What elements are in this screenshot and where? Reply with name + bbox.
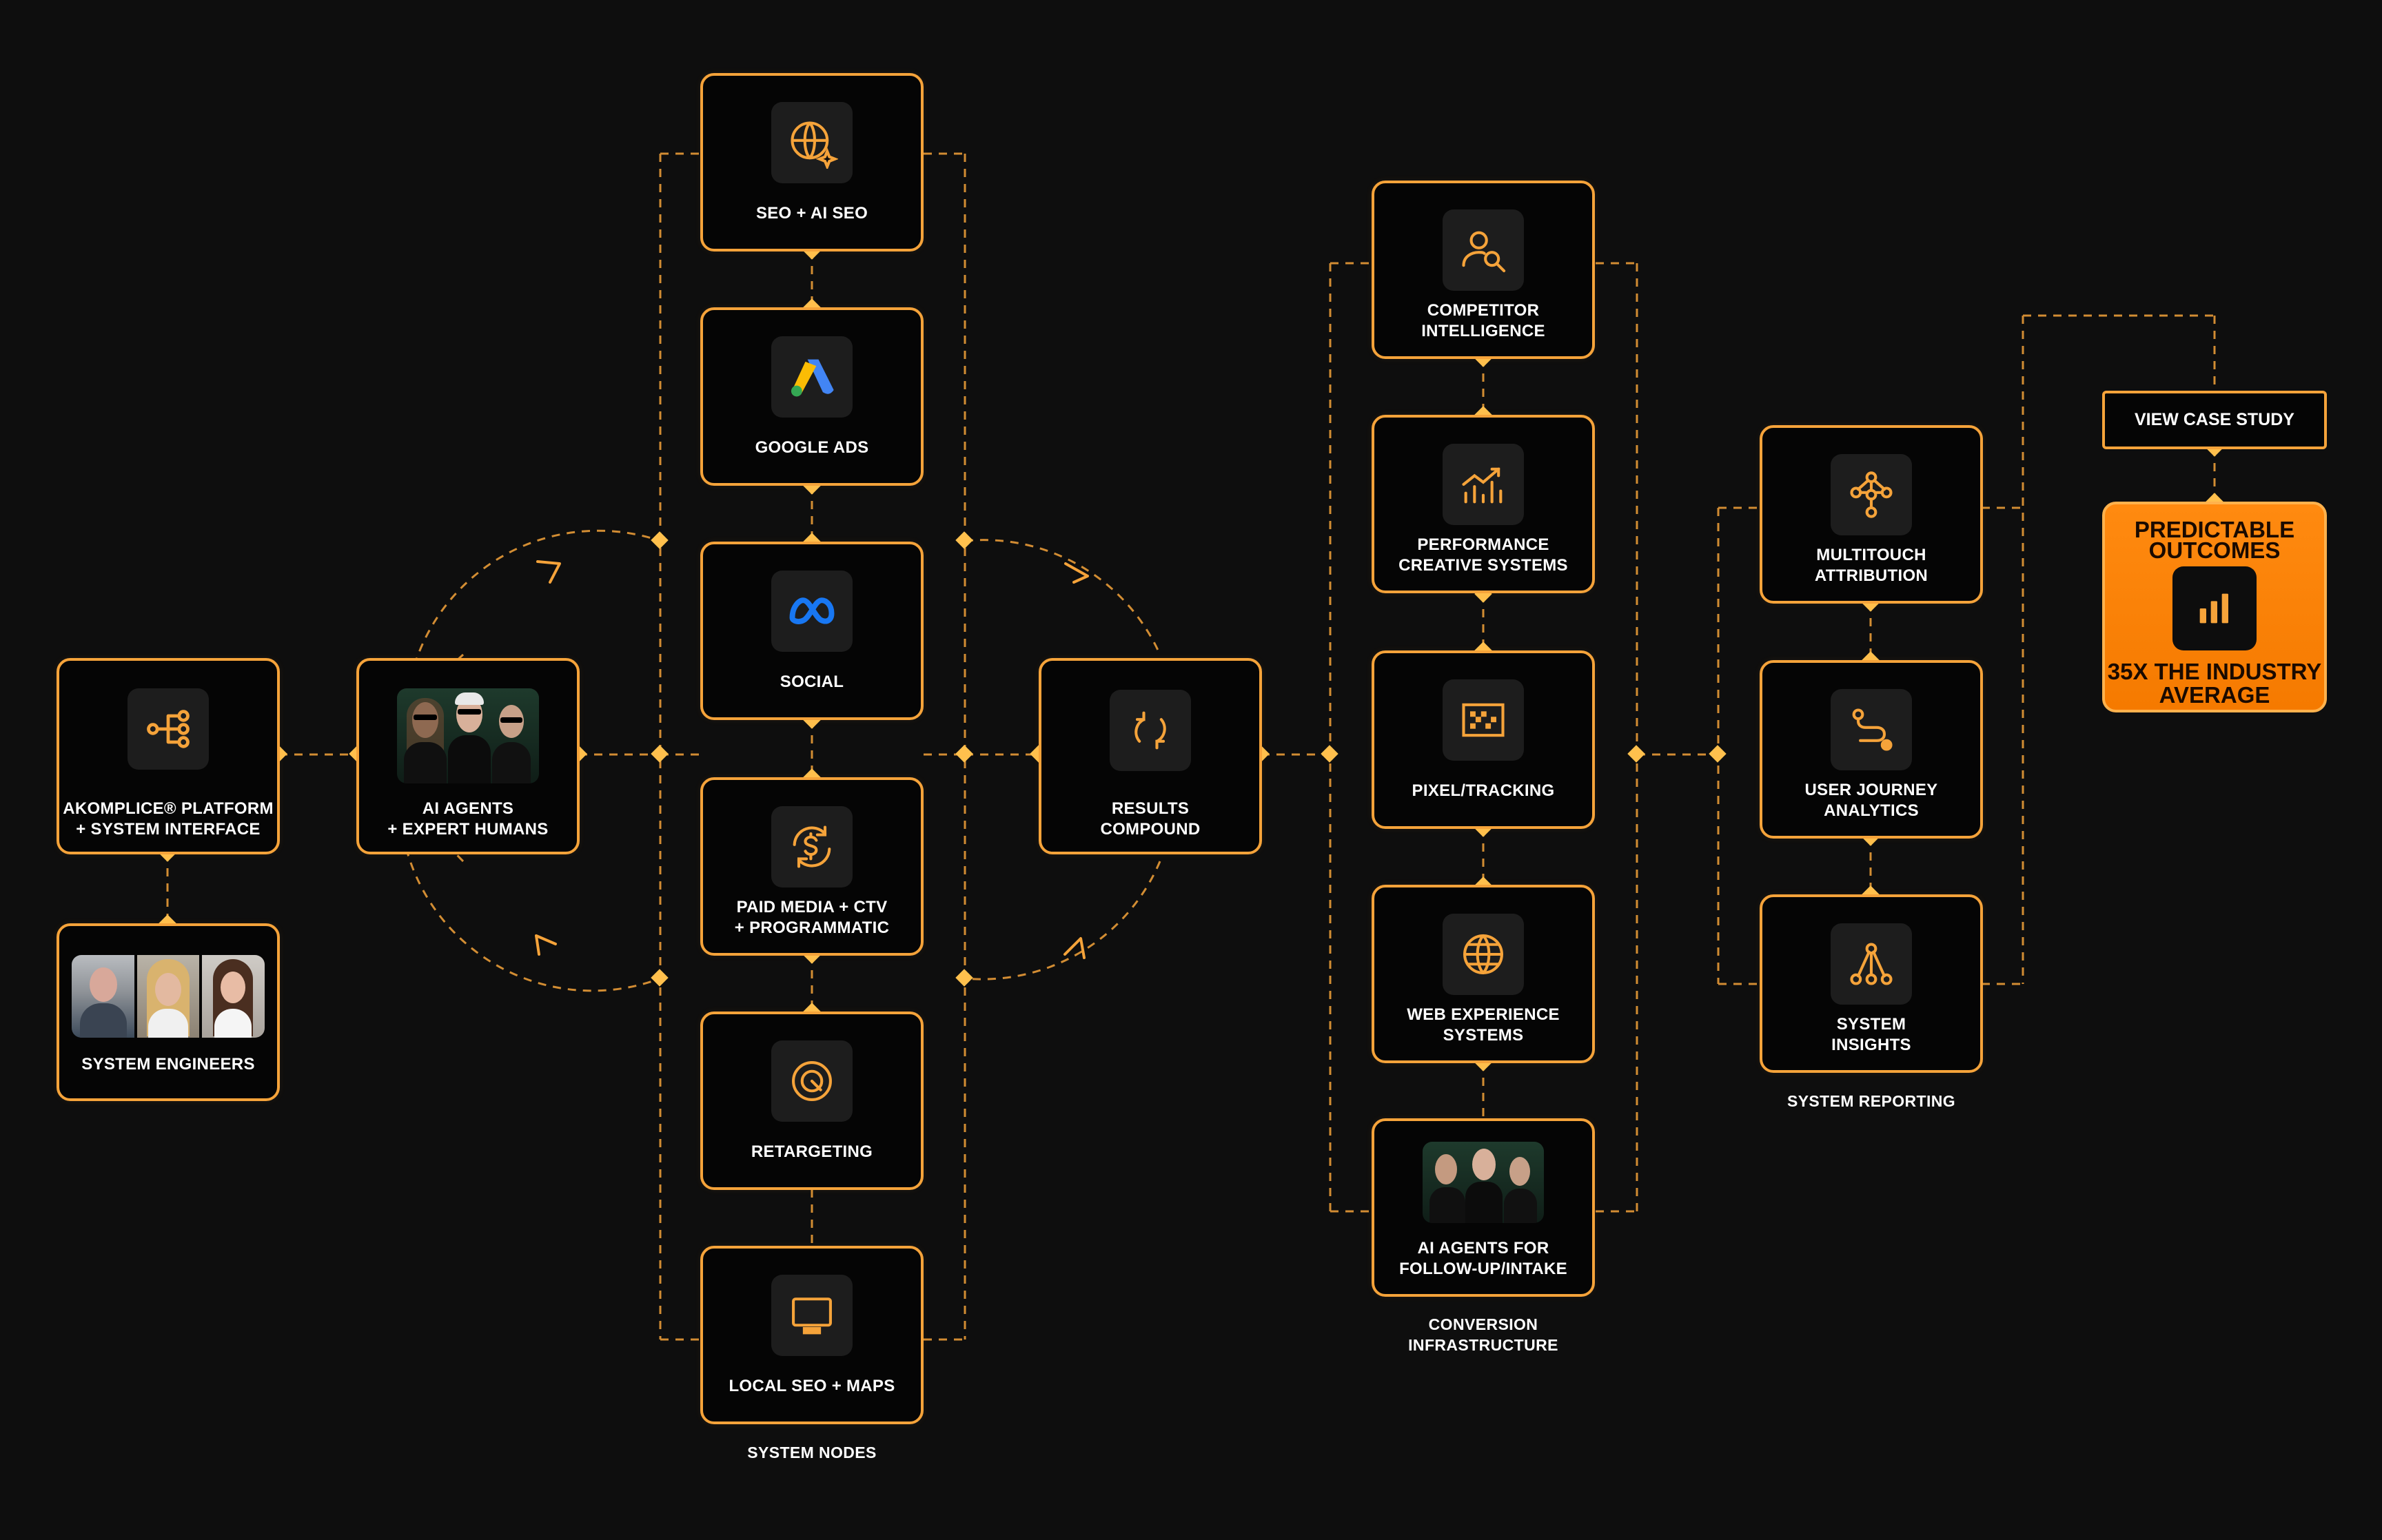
outcome-stat-1: 35X THE INDUSTRY <box>2107 659 2322 684</box>
competitor-label-2: INTELLIGENCE <box>1421 322 1545 340</box>
pixel-node[interactable]: PIXEL/TRACKING <box>1372 650 1595 829</box>
meta-icon <box>771 571 853 652</box>
followup-node[interactable]: AI AGENTS FOR FOLLOW-UP/INTAKE <box>1372 1118 1595 1297</box>
competitor-node[interactable]: COMPETITOR INTELLIGENCE <box>1372 181 1595 359</box>
competitor-label-1: COMPETITOR <box>1427 301 1540 320</box>
target-icon <box>771 1040 853 1122</box>
paid-media-label-1: PAID MEDIA + CTV <box>736 898 888 916</box>
insights-node[interactable]: SYSTEM INSIGHTS <box>1760 894 1983 1073</box>
insights-label-1: SYSTEM <box>1836 1015 1906 1034</box>
engineers-node[interactable]: SYSTEM ENGINEERS <box>57 923 280 1101</box>
journey-label-1: USER JOURNEY <box>1804 781 1938 799</box>
retargeting-label: RETARGETING <box>751 1142 873 1161</box>
globe-icon <box>1443 914 1524 995</box>
multitouch-node[interactable]: MULTITOUCH ATTRIBUTION <box>1760 425 1983 604</box>
route-icon <box>1831 689 1912 770</box>
results-node[interactable]: RESULTS COMPOUND <box>1039 658 1262 854</box>
network-icon <box>1831 454 1912 535</box>
dollar-cycle-icon <box>771 806 853 887</box>
followup-label-2: FOLLOW-UP/INTAKE <box>1399 1260 1567 1278</box>
agent-trio-photo-2 <box>1423 1142 1544 1223</box>
journey-label-2: ANALYTICS <box>1824 801 1919 820</box>
outcome-stat-2: AVERAGE <box>2159 682 2270 708</box>
outcome-title-2: OUTCOMES <box>2148 537 2281 563</box>
google-ads-label: GOOGLE ADS <box>755 438 869 457</box>
refresh-icon <box>1110 690 1191 771</box>
tree-icon <box>1831 923 1912 1005</box>
ai-agents-label-1: AI AGENTS <box>422 799 514 818</box>
social-node[interactable]: SOCIAL <box>700 542 924 720</box>
paid-media-label-2: + PROGRAMMATIC <box>734 918 890 937</box>
hierarchy-icon <box>128 688 209 770</box>
multitouch-label-1: MULTITOUCH <box>1816 546 1926 564</box>
conversion-caption-2: INFRASTRUCTURE <box>1408 1336 1558 1354</box>
engineer-portraits <box>72 955 265 1038</box>
results-label-1: RESULTS <box>1111 799 1190 818</box>
platform-label-1: AKOMPLICE® PLATFORM <box>63 799 274 818</box>
google-ads-icon <box>771 336 853 418</box>
google-ads-node[interactable]: GOOGLE ADS <box>700 307 924 486</box>
reporting-caption: SYSTEM REPORTING <box>1787 1092 1956 1110</box>
creative-label-2: CREATIVE SYSTEMS <box>1398 556 1568 575</box>
globe-sparkle-icon <box>771 102 853 183</box>
user-search-icon <box>1443 209 1524 291</box>
results-label-2: COMPOUND <box>1100 820 1201 839</box>
seo-label: SEO + AI SEO <box>755 204 868 223</box>
followup-label-1: AI AGENTS FOR <box>1417 1239 1549 1257</box>
local-seo-label: LOCAL SEO + MAPS <box>729 1377 895 1395</box>
social-label: SOCIAL <box>780 673 844 691</box>
web-label-1: WEB EXPERIENCE <box>1407 1005 1560 1024</box>
platform-label-2: + SYSTEM INTERFACE <box>76 820 261 839</box>
bar-chart-icon <box>2172 566 2257 650</box>
multitouch-label-2: ATTRIBUTION <box>1814 566 1928 585</box>
outcome-card: PREDICTABLE OUTCOMES 35X THE INDUSTRY AV… <box>2102 502 2327 712</box>
paid-media-node[interactable]: PAID MEDIA + CTV + PROGRAMMATIC <box>700 777 924 956</box>
ai-agents-label-2: + EXPERT HUMANS <box>387 820 549 839</box>
system-nodes-caption: SYSTEM NODES <box>747 1444 877 1461</box>
outcome-title-1: PREDICTABLE <box>2134 517 2295 542</box>
ai-agents-node[interactable]: AI AGENTS + EXPERT HUMANS <box>356 658 580 854</box>
journey-node[interactable]: USER JOURNEY ANALYTICS <box>1760 660 1983 839</box>
monitor-icon <box>771 1275 853 1356</box>
creative-node[interactable]: PERFORMANCE CREATIVE SYSTEMS <box>1372 415 1595 593</box>
local-seo-node[interactable]: LOCAL SEO + MAPS <box>700 1246 924 1424</box>
insights-label-2: INSIGHTS <box>1831 1036 1911 1054</box>
pixel-grid-icon <box>1443 679 1524 761</box>
web-label-2: SYSTEMS <box>1443 1026 1524 1045</box>
view-case-study-button[interactable]: VIEW CASE STUDY <box>2102 391 2327 449</box>
creative-label-1: PERFORMANCE <box>1417 535 1549 554</box>
web-node[interactable]: WEB EXPERIENCE SYSTEMS <box>1372 885 1595 1063</box>
conversion-caption-1: CONVERSION <box>1428 1315 1538 1333</box>
view-case-study-label: VIEW CASE STUDY <box>2135 410 2294 429</box>
pixel-label: PIXEL/TRACKING <box>1412 781 1555 800</box>
retargeting-node[interactable]: RETARGETING <box>700 1012 924 1190</box>
platform-node[interactable]: AKOMPLICE® PLATFORM + SYSTEM INTERFACE <box>57 658 280 854</box>
agent-trio-photo <box>397 688 539 783</box>
chart-trend-icon <box>1443 444 1524 525</box>
seo-node[interactable]: SEO + AI SEO <box>700 73 924 251</box>
engineers-label: SYSTEM ENGINEERS <box>81 1055 255 1074</box>
